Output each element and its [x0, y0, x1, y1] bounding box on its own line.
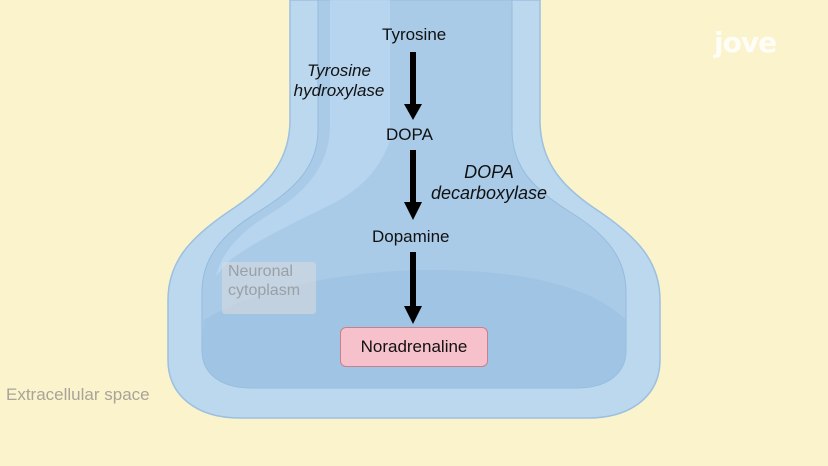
cytoplasm-label-line2: cytoplasm: [228, 282, 301, 300]
arrow-3: [404, 252, 422, 324]
tyrosine-hydroxylase-label: Tyrosine hydroxylase: [284, 61, 394, 101]
dopa-decarboxylase-label: DOPA decarboxylase: [426, 162, 552, 204]
cytoplasm-label-box: Neuronal cytoplasm: [222, 262, 316, 314]
dopa-label: DOPA: [386, 125, 433, 144]
enzyme2-line2: decarboxylase: [430, 183, 548, 204]
noradrenaline-label: Noradrenaline: [360, 337, 468, 356]
dopamine-label: Dopamine: [372, 227, 450, 246]
arrow-1: [404, 52, 422, 120]
jove-logo: jove: [714, 26, 777, 59]
cytoplasm-highlight: [216, 0, 390, 276]
extracellular-space-label: Extracellular space: [6, 385, 150, 404]
enzyme1-line2: hydroxylase: [293, 81, 385, 101]
cytoplasm-label-line1: Neuronal: [228, 263, 293, 280]
tyrosine-label: Tyrosine: [382, 25, 447, 44]
enzyme1-line1: Tyrosine: [307, 61, 371, 80]
noradrenaline-box: Noradrenaline: [340, 327, 488, 367]
enzyme2-line1: DOPA: [464, 162, 514, 182]
arrow-2: [404, 150, 422, 220]
